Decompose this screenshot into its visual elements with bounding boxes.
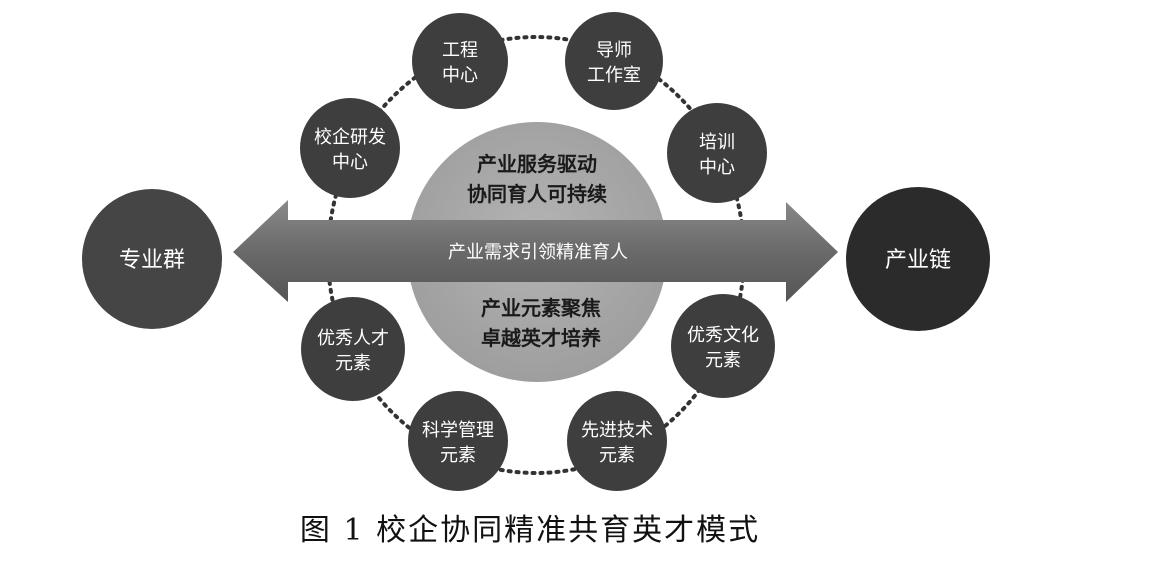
ring-node: 培训 中心 <box>667 103 767 203</box>
figure-caption: 图 1 校企协同精准共育英才模式 <box>299 513 761 548</box>
center-bottom-line1: 产业元素聚焦 <box>481 296 601 320</box>
right-node-label: 产业链 <box>885 248 951 273</box>
center-top-line2: 协同育人可持续 <box>467 182 607 206</box>
ring-node-line2: 元素 <box>599 445 635 466</box>
center-bottom-line2: 卓越英才培养 <box>481 326 601 350</box>
ring-node-line2: 元素 <box>705 350 741 371</box>
ring-node-line1: 工程 <box>442 40 478 61</box>
left-node-circle <box>82 189 222 329</box>
ring-node-line2: 工作室 <box>587 65 641 86</box>
ring-node: 工程 中心 <box>412 13 508 109</box>
right-node-circle <box>846 187 990 331</box>
ring-node: 校企研发 中心 <box>300 98 400 198</box>
center-top-line1: 产业服务驱动 <box>477 152 597 176</box>
ring-node-line1: 优秀人才 <box>317 328 389 349</box>
ring-node-line2: 中心 <box>332 152 368 173</box>
ring-node-line1: 优秀文化 <box>687 325 759 346</box>
ring-node-line2: 元素 <box>335 353 371 374</box>
ring-node-line1: 导师 <box>596 40 632 61</box>
ring-node-line1: 校企研发 <box>314 127 386 148</box>
ring-node-line2: 元素 <box>440 445 476 466</box>
arrow-label: 产业需求引领精准育人 <box>448 242 628 263</box>
ring-node-line1: 先进技术 <box>581 420 653 441</box>
diagram-canvas: 产业服务驱动 协同育人可持续 产业元素聚焦 卓越英才培养 产业需求引领精准育人 … <box>82 12 990 491</box>
ring-node-line2: 中心 <box>699 157 735 178</box>
ring-node-line1: 培训 <box>699 132 735 153</box>
ring-node-line1: 科学管理 <box>422 420 494 441</box>
ring-node: 导师 工作室 <box>565 12 663 110</box>
ring-node: 优秀文化 元素 <box>671 294 775 398</box>
ring-node: 先进技术 元素 <box>567 391 667 491</box>
ring-node-line2: 中心 <box>442 65 478 86</box>
double-arrow <box>233 200 838 302</box>
ring-node: 优秀人才 元素 <box>301 297 405 401</box>
ring-node: 科学管理 元素 <box>408 391 508 491</box>
left-node-label: 专业群 <box>119 248 185 273</box>
